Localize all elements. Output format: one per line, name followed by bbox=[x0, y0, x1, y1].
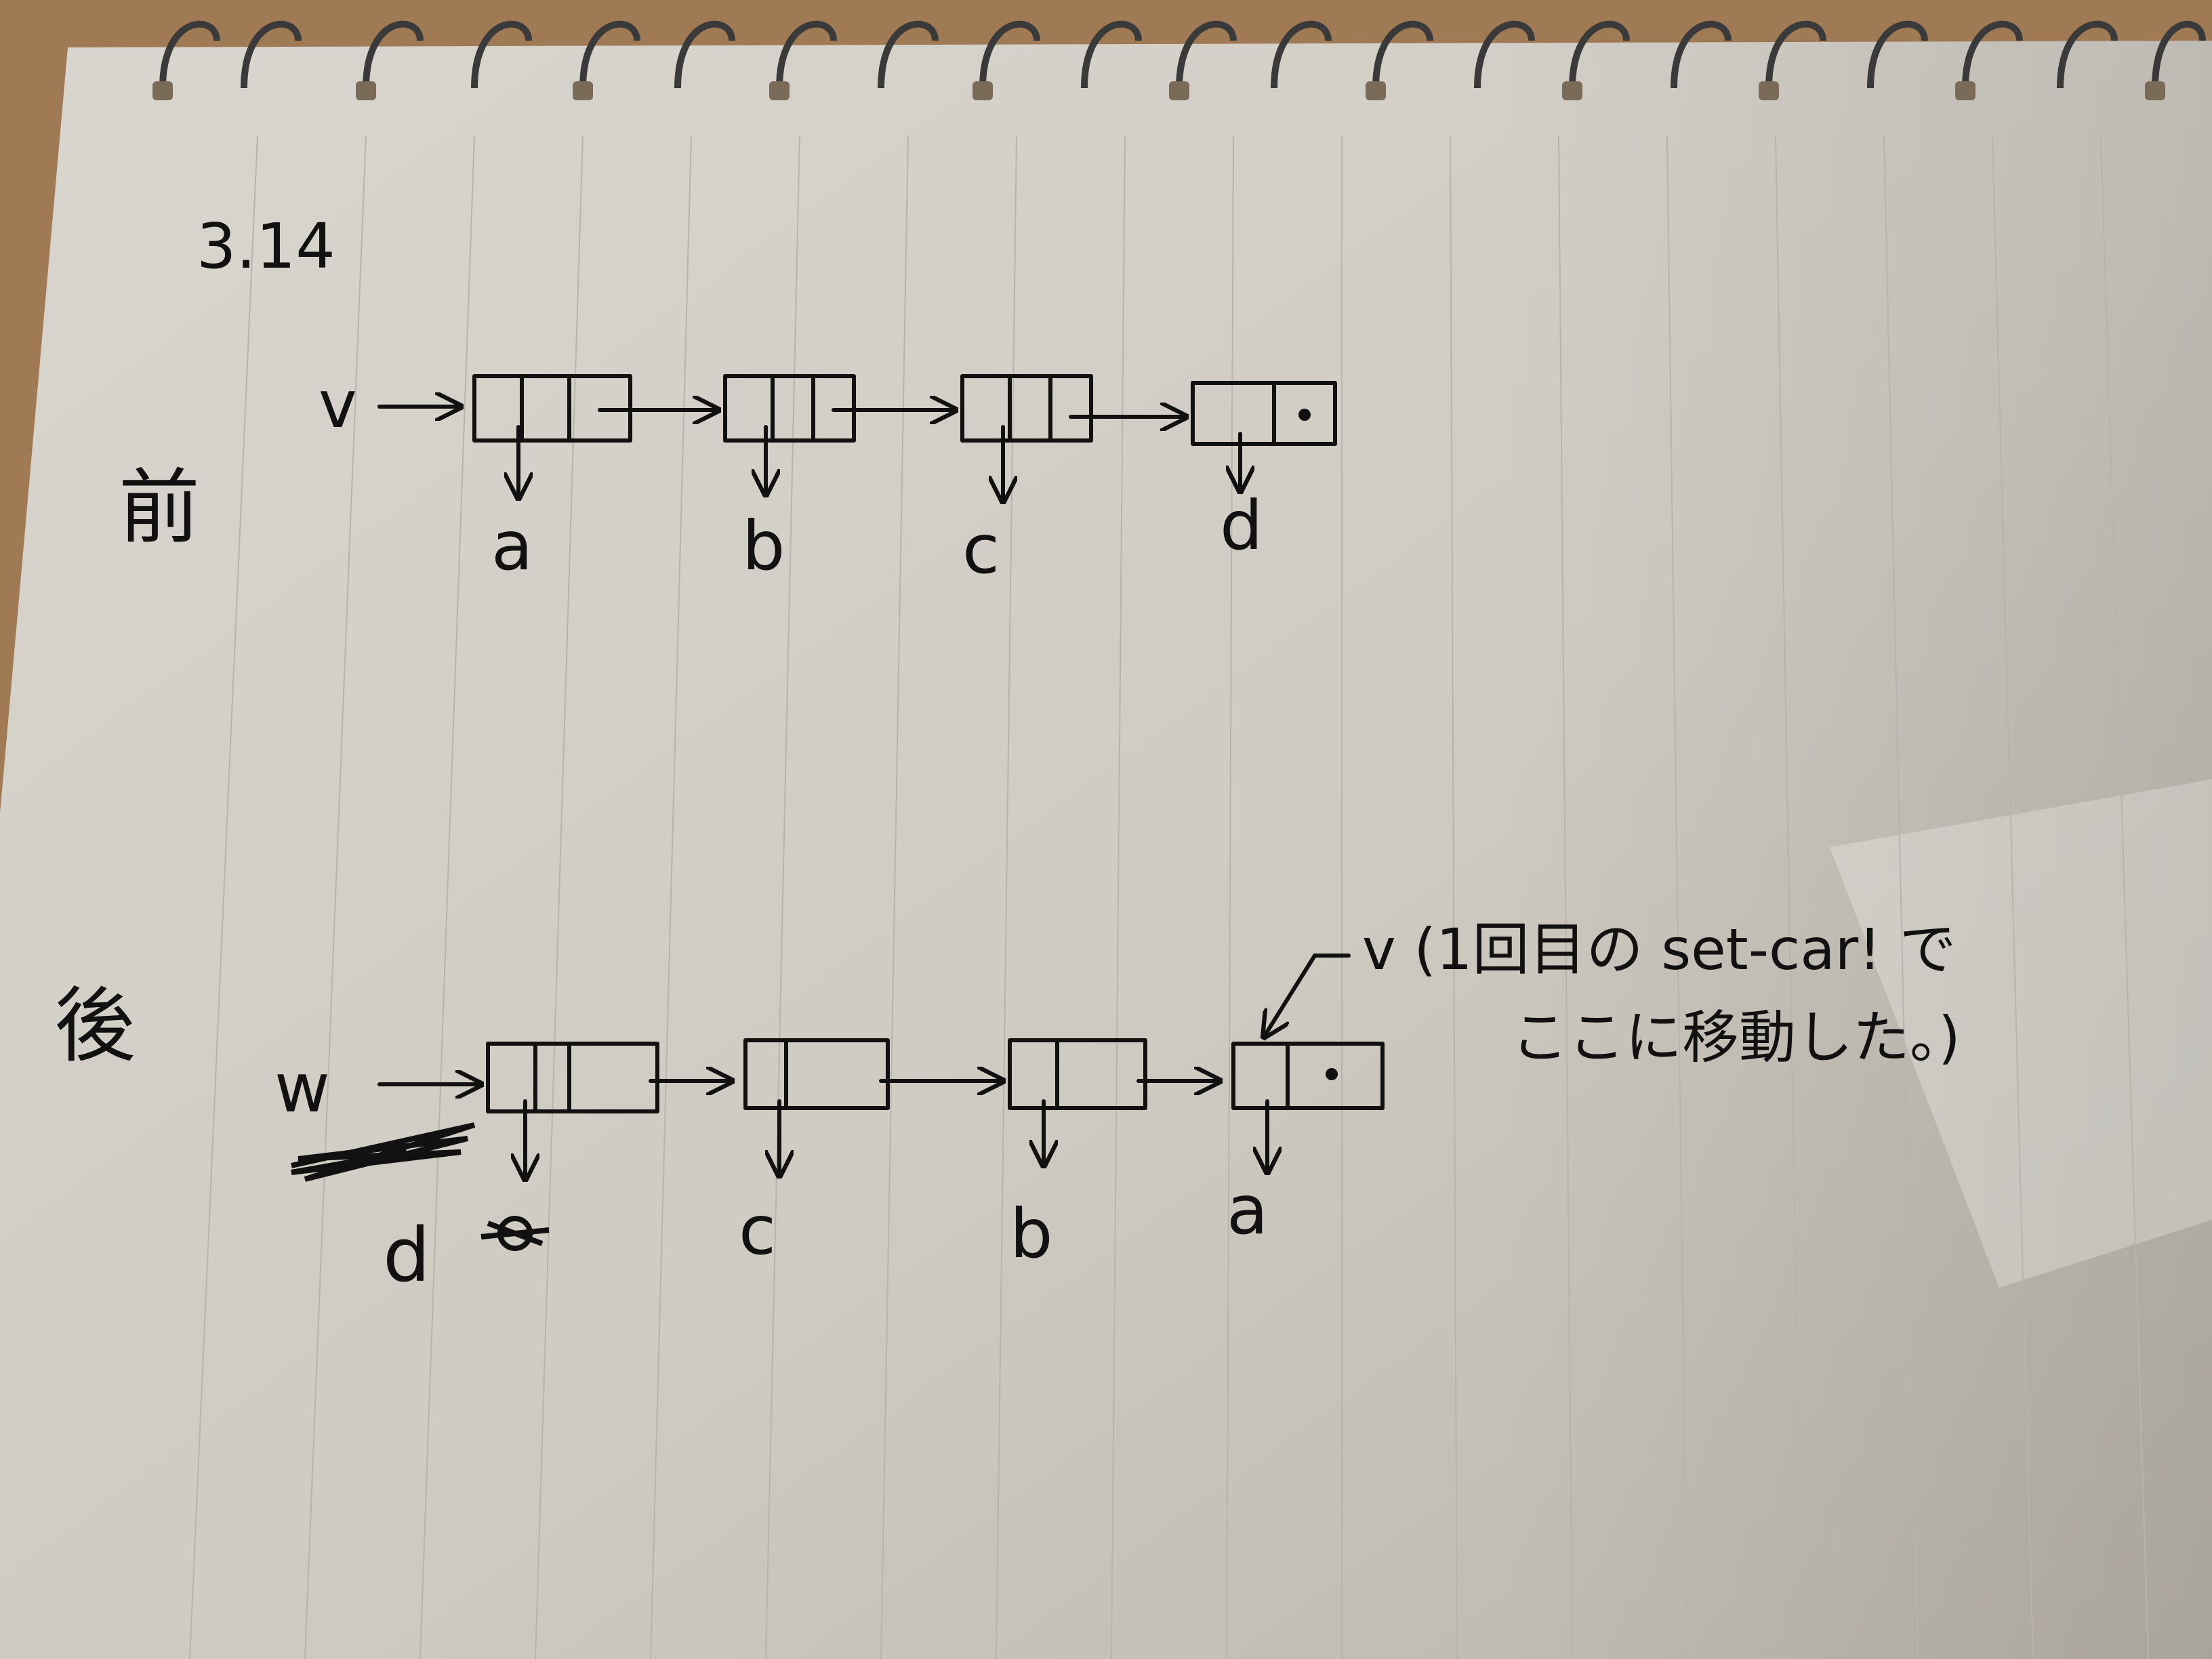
before-label: 前 bbox=[119, 461, 200, 555]
before-car-1: b bbox=[742, 506, 785, 586]
cons-cell bbox=[743, 1038, 890, 1110]
spiral-binding bbox=[159, 20, 2206, 89]
crossed-out-letter bbox=[480, 1216, 550, 1251]
after-list bbox=[486, 1038, 1385, 1179]
after-car-3: a bbox=[1227, 1170, 1268, 1250]
before-list bbox=[472, 374, 1337, 501]
scribble-mark bbox=[291, 1122, 476, 1182]
after-car-2: b bbox=[1010, 1194, 1052, 1273]
after-variable: w bbox=[274, 1048, 330, 1128]
cons-cell-last bbox=[1231, 1042, 1385, 1110]
after-car-0: d bbox=[383, 1212, 430, 1298]
after-label: 後 bbox=[54, 979, 136, 1073]
before-car-2: c bbox=[962, 510, 1000, 589]
cons-cell bbox=[1008, 1038, 1147, 1110]
after-car-1: c bbox=[739, 1191, 776, 1270]
ruled-lines bbox=[189, 135, 2149, 1659]
before-variable: v bbox=[319, 367, 357, 443]
cons-cell bbox=[960, 374, 1093, 443]
cons-cell bbox=[486, 1042, 659, 1113]
annotation-line-2: ここに移動した。) bbox=[1511, 1004, 1961, 1071]
before-car-0: a bbox=[491, 506, 533, 586]
annotation-line-1: v (1回目の set-car! で bbox=[1362, 916, 1957, 983]
before-car-3: d bbox=[1220, 486, 1263, 565]
page-heading: 3.14 bbox=[197, 210, 335, 283]
cons-cell-last bbox=[1191, 381, 1337, 446]
